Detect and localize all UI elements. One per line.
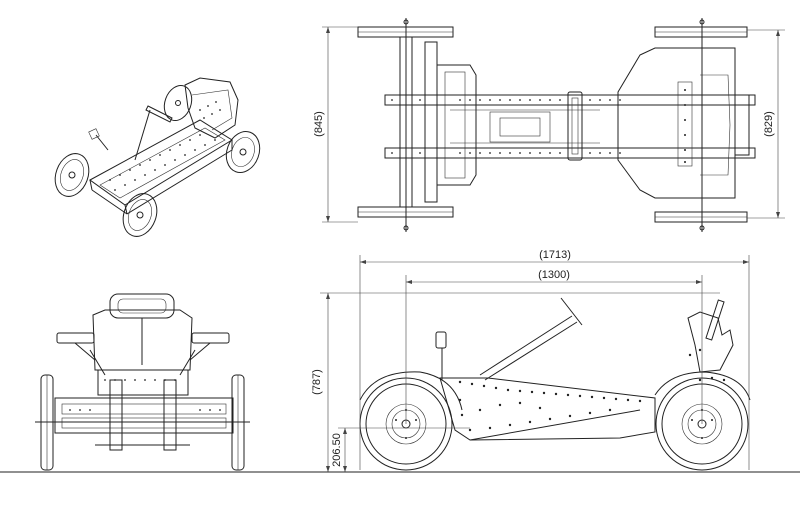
- side-seat: [687, 311, 734, 373]
- front-seat-headrest: [109, 293, 175, 319]
- iso-wheel-front-left: [54, 153, 90, 197]
- side-hole-pattern: [395, 348, 726, 439]
- iso-wheel-front-right: [122, 193, 158, 237]
- iso-steering-column: [134, 109, 151, 161]
- dim-side-206: 206.50: [331, 427, 470, 472]
- side-view: (1713) (1300) (787) 206.50: [0, 249, 800, 473]
- front-arm-right: [191, 332, 230, 344]
- iso-seat: [184, 77, 239, 139]
- dim-top-829: (829): [747, 29, 785, 219]
- dim-side-787: (787): [311, 292, 720, 472]
- dim-side-1300-label: (1300): [538, 269, 570, 281]
- iso-hole-pattern: [109, 101, 221, 191]
- top-seat-slots: [677, 81, 693, 167]
- iso-steering-bar: [145, 105, 173, 123]
- top-main-beam-lower: [384, 147, 756, 159]
- top-center-clamp: [567, 91, 583, 161]
- front-seat-back: [92, 309, 193, 371]
- dim-top-845-label: (845): [313, 111, 325, 137]
- front-chassis: [97, 369, 189, 396]
- iso-wheel-rear-right: [225, 131, 261, 173]
- dim-side-1713-label: (1713): [539, 249, 571, 261]
- front-arm-left: [56, 332, 95, 344]
- top-seat-area: [617, 47, 736, 199]
- top-hole-pattern: [391, 89, 686, 163]
- top-view: (845) (829): [313, 18, 785, 232]
- top-front-bracket: [437, 64, 477, 186]
- side-rear-fender: [654, 371, 751, 401]
- side-steering-lever: [479, 315, 573, 376]
- dim-side-206-label: 206.50: [331, 433, 343, 467]
- dim-top-845: (845): [313, 26, 358, 223]
- dim-side-1713: (1713): [359, 249, 750, 470]
- side-chassis-plate: [439, 377, 656, 441]
- side-front-fender: [359, 371, 463, 411]
- dim-top-829-label: (829): [763, 111, 775, 137]
- isometric-view: [54, 77, 261, 237]
- front-view: [35, 293, 250, 471]
- iso-wheel-rear-left: [163, 85, 193, 121]
- side-mirror: [435, 331, 447, 349]
- front-hole-pattern: [69, 379, 221, 411]
- dim-side-787-label: (787): [311, 369, 323, 395]
- dim-side-1300: (1300): [405, 269, 703, 424]
- top-main-beam-upper: [384, 94, 756, 106]
